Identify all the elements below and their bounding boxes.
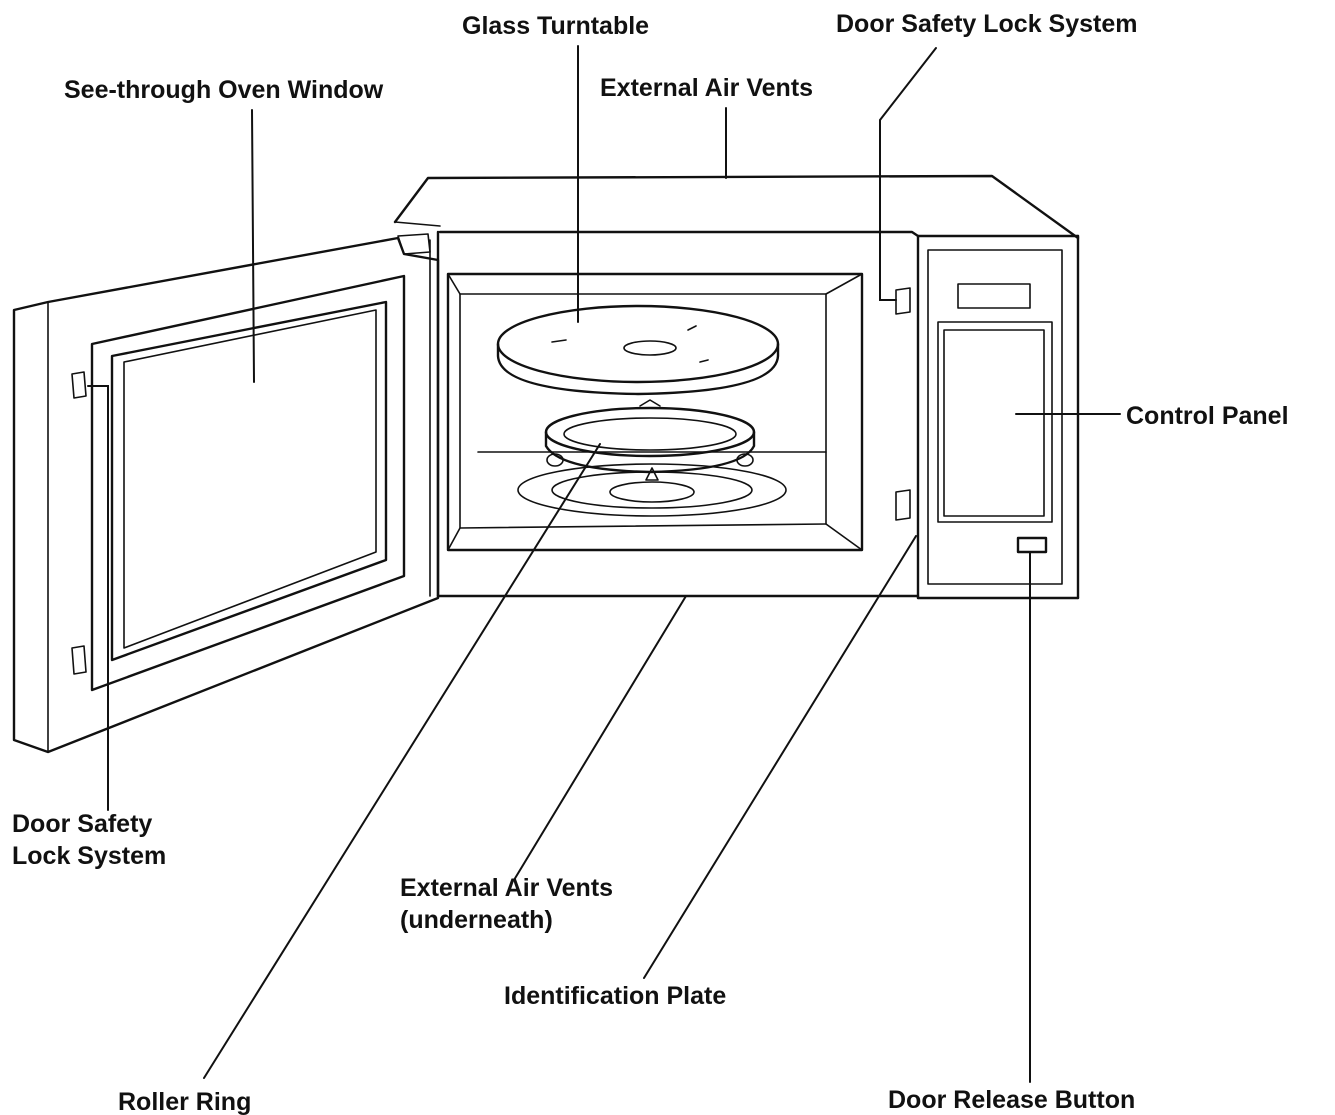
label-external-air-vents-top: External Air Vents	[600, 74, 813, 102]
label-door-release-button: Door Release Button	[888, 1086, 1135, 1114]
label-see-through-window: See-through Oven Window	[64, 76, 384, 104]
label-external-air-vents-bottom-line1: External Air Vents	[400, 874, 613, 902]
label-door-safety-lock-top: Door Safety Lock System	[836, 10, 1138, 38]
label-control-panel: Control Panel	[1126, 402, 1289, 430]
microwave-body	[393, 174, 1080, 600]
leader-lines	[87, 45, 1121, 1083]
label-roller-ring: Roller Ring	[118, 1088, 251, 1115]
roller-ring-drawing	[517, 399, 787, 517]
label-door-safety-lock-left-line1: Door Safety	[12, 810, 152, 838]
oven-cavity	[446, 272, 864, 552]
label-identification-plate: Identification Plate	[504, 982, 726, 1010]
part-labels: Glass Turntable Door Safety Lock System …	[12, 10, 1289, 1115]
oven-door	[12, 236, 440, 754]
glass-turntable-drawing	[496, 304, 780, 396]
label-external-air-vents-bottom-line2: (underneath)	[400, 906, 553, 934]
label-door-safety-lock-left-line2: Lock System	[12, 842, 166, 870]
control-panel-drawing	[895, 234, 1063, 600]
label-glass-turntable: Glass Turntable	[462, 12, 649, 40]
